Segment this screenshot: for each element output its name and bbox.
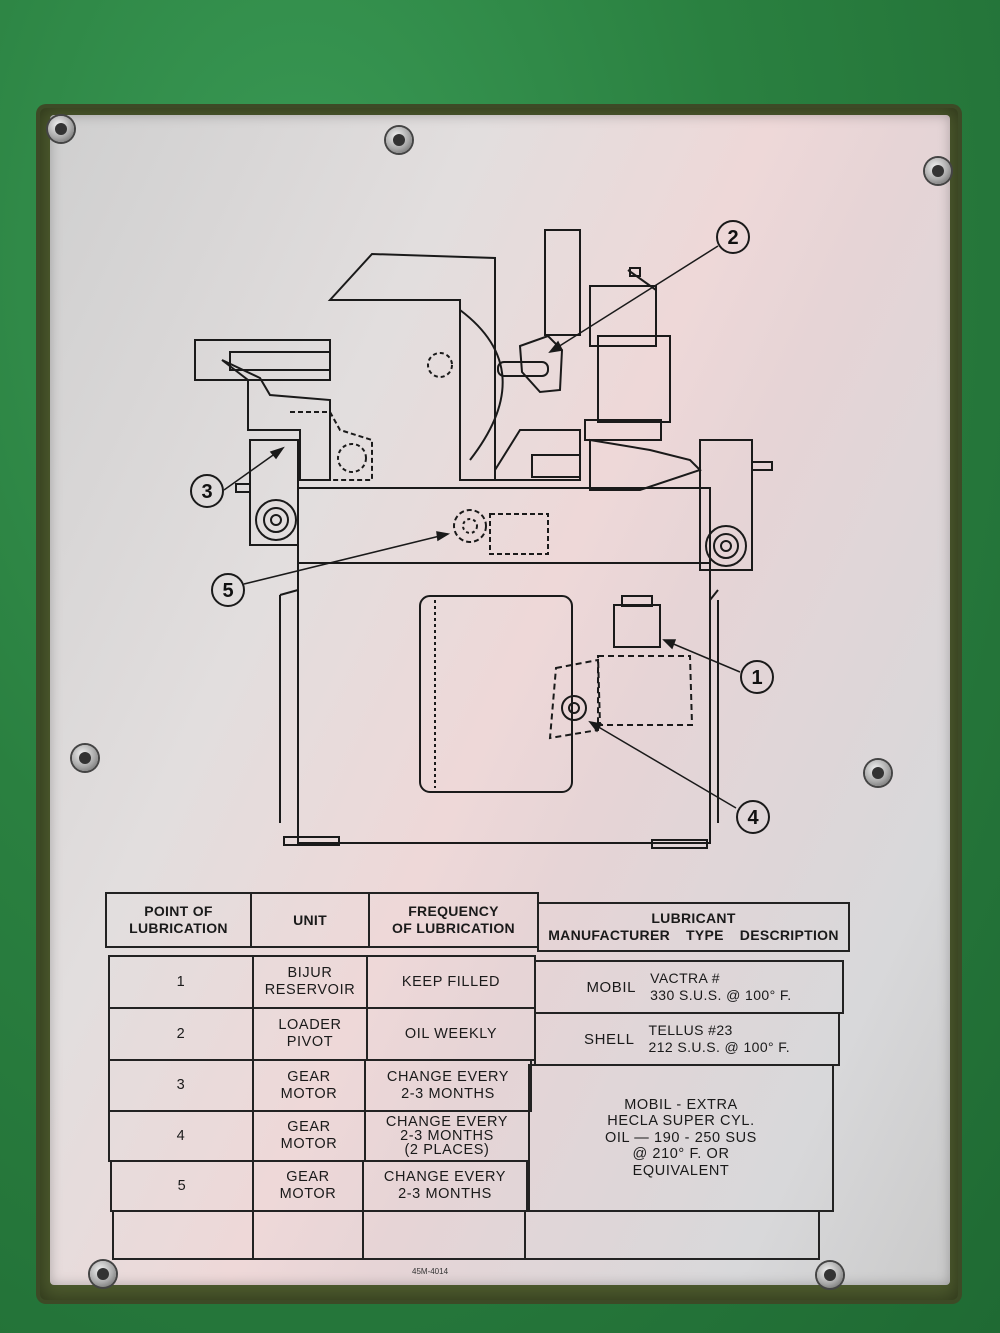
header-manufacturer: MANUFACTURER <box>548 927 671 943</box>
row-3-point: 3 <box>108 1059 254 1112</box>
callout-1-label: 1 <box>751 667 762 689</box>
row-2-manufacturer: SHELL <box>584 1030 635 1048</box>
header-point: POINT OF LUBRICATION <box>105 892 252 948</box>
row-3-unit: GEAR MOTOR <box>252 1059 366 1112</box>
screw-mid-right <box>865 760 891 786</box>
blank-row-lubricant <box>524 1210 820 1260</box>
header-unit: UNIT <box>250 892 370 948</box>
leader-line-2 <box>549 245 719 353</box>
callout-4-label: 4 <box>747 807 759 829</box>
screw-top-left <box>48 116 74 142</box>
row-2-point: 2 <box>108 1007 254 1061</box>
machine-bed <box>297 487 711 564</box>
header-lubricant: LUBRICANT MANUFACTURER TYPE DESCRIPTION <box>537 902 850 952</box>
row-4-unit: GEAR MOTOR <box>252 1110 366 1162</box>
row-1-unit: BIJUR RESERVOIR <box>252 955 368 1009</box>
bijur-reservoir <box>613 604 661 648</box>
blank-row-unit <box>252 1210 364 1260</box>
leader-line-5 <box>243 533 449 585</box>
row-1-point: 1 <box>108 955 254 1009</box>
leader-line-4 <box>589 721 737 809</box>
row-2-frequency: OIL WEEKLY <box>366 1007 536 1061</box>
header-frequency: FREQUENCY OF LUBRICATION <box>368 892 539 948</box>
callout-1: 1 <box>740 660 774 694</box>
callout-2-label: 2 <box>727 227 738 249</box>
blank-row-frequency <box>362 1210 526 1260</box>
screw-top-right <box>925 158 951 184</box>
row-1-description: VACTRA # 330 S.U.S. @ 100° F. <box>650 970 792 1003</box>
callout-4: 4 <box>736 800 770 834</box>
callout-5: 5 <box>211 573 245 607</box>
cabinet-door <box>419 595 573 793</box>
header-description: DESCRIPTION <box>739 927 839 943</box>
dresser-column <box>544 229 581 336</box>
row-1-frequency: KEEP FILLED <box>366 955 536 1009</box>
row-4-frequency: CHANGE EVERY 2-3 MONTHS (2 PLACES) <box>364 1110 530 1162</box>
callout-3: 3 <box>190 474 224 508</box>
screw-bottom-right <box>817 1262 843 1288</box>
row-2-description: TELLUS #23 212 S.U.S. @ 100° F. <box>648 1022 790 1055</box>
callout-5-label: 5 <box>222 580 233 602</box>
row-2-lubricant: SHELL TELLUS #23 212 S.U.S. @ 100° F. <box>534 1012 840 1066</box>
loader-pivot <box>518 334 564 394</box>
part-code: 45M-4014 <box>412 1267 449 1276</box>
screw-top-center <box>386 127 412 153</box>
header-type: TYPE <box>686 927 724 943</box>
row-1-manufacturer: MOBIL <box>586 978 637 996</box>
row-5-frequency: CHANGE EVERY 2-3 MONTHS <box>362 1160 528 1212</box>
row-1-lubricant: MOBIL VACTRA # 330 S.U.S. @ 100° F. <box>534 960 844 1014</box>
row-5-point: 5 <box>110 1160 254 1212</box>
shared-lubricant-cell: MOBIL - EXTRA HECLA SUPER CYL. OIL — 190… <box>528 1064 834 1212</box>
screw-mid-left <box>72 745 98 771</box>
blank-row-point <box>112 1210 254 1260</box>
wheel-guard <box>327 252 496 481</box>
callout-2: 2 <box>716 220 750 254</box>
row-3-frequency: CHANGE EVERY 2-3 MONTHS <box>364 1059 532 1112</box>
callout-3-label: 3 <box>201 481 212 503</box>
row-2-unit: LOADER PIVOT <box>252 1007 368 1061</box>
header-lubricant-title: LUBRICANT <box>651 910 736 926</box>
leader-line-1 <box>663 639 741 673</box>
lubrication-plate <box>50 115 950 1285</box>
row-5-unit: GEAR MOTOR <box>252 1160 364 1212</box>
screw-bottom-left <box>90 1261 116 1287</box>
row-4-point: 4 <box>108 1110 254 1162</box>
